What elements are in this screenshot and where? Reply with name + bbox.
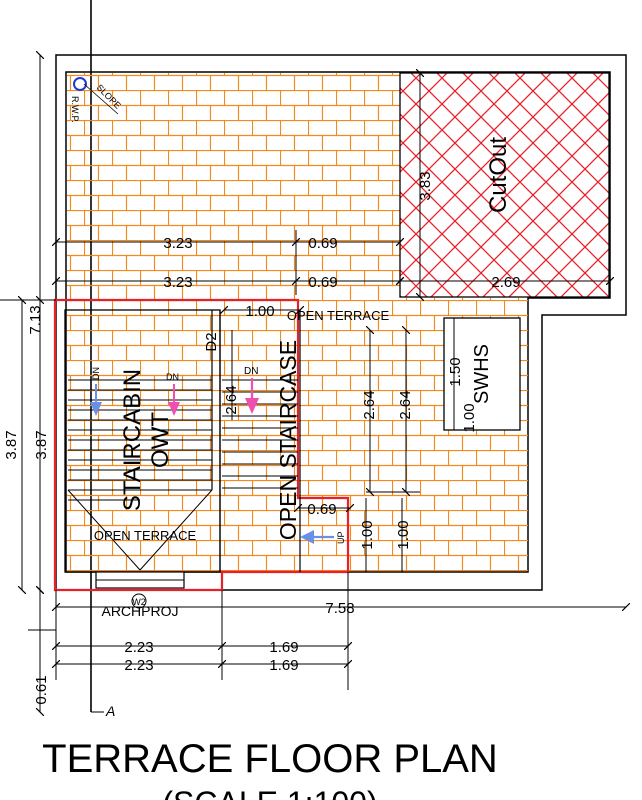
dim-100-top: 1.00 (245, 303, 274, 320)
dim-323-a: 3.23 (163, 235, 192, 252)
open-staircase-label: OPEN STAIRCASE (275, 340, 301, 540)
dim-d2: D2 (203, 332, 220, 351)
dim-100-br: 1.00 (395, 520, 412, 549)
archproj-label: ARCHPROJ (101, 603, 178, 619)
open-terrace-top-label: OPEN TERRACE (287, 308, 390, 323)
up-arrow-center-icon (300, 530, 334, 544)
swhs-box (443, 317, 521, 431)
dim-069-c: 0.69 (307, 501, 336, 518)
staircabin-label: STAIRCABIN (119, 369, 146, 511)
dim-100-swhs: 1.00 (461, 403, 478, 432)
dim-323-b: 3.23 (163, 274, 192, 291)
dim-387-b: 3.87 (33, 430, 50, 459)
dim-758: 7.58 (325, 600, 354, 617)
staircabin-treads (67, 379, 213, 571)
dn-left-b: DN (166, 372, 179, 382)
dim-169-b: 1.69 (269, 657, 298, 674)
dim-100-bl: 1.00 (359, 520, 376, 549)
owt-label: OWT (147, 412, 174, 468)
swhs-label: SWHS (471, 344, 493, 404)
dim-169-a: 1.69 (269, 639, 298, 656)
dim-061: 0.61 (33, 675, 50, 704)
rwp-icon (73, 77, 87, 91)
plan-scale: (SCALE 1:100) (162, 785, 377, 800)
dn-center: DN (244, 366, 258, 377)
dim-264-b: 2.64 (361, 390, 378, 419)
rwp-label: R.W.P. (70, 96, 80, 123)
dim-383: 3.83 (417, 171, 434, 200)
open-staircase-treads (222, 379, 298, 489)
dn-left-a: DN (91, 367, 101, 380)
window-tag: W2 (132, 597, 146, 607)
cutout-label: CutOut (485, 137, 512, 213)
dim-713: 7.13 (27, 305, 44, 334)
dim-069-a: 0.69 (308, 235, 337, 252)
dn-arrow-center-icon (245, 378, 259, 414)
dn-arrow-left-b-icon (168, 384, 180, 416)
dim-150: 1.50 (447, 357, 464, 386)
cutout-hatch (400, 73, 609, 297)
dim-069-b: 0.69 (308, 274, 337, 291)
dim-223-a: 2.23 (124, 639, 153, 656)
up-center: UP (336, 531, 346, 544)
cutout-outline (399, 72, 610, 298)
dim-264-c: 2.64 (397, 390, 414, 419)
plan-title: TERRACE FLOOR PLAN (42, 737, 498, 781)
open-terrace-bottom-label: OPEN TERRACE (94, 528, 197, 543)
dim-264-a: 2.64 (223, 385, 240, 414)
section-marker-label: A (105, 703, 115, 719)
dim-387-a: 3.87 (3, 430, 20, 459)
dimension-lines (0, 55, 626, 712)
dim-269: 2.69 (491, 274, 520, 291)
dn-arrow-left-icon (90, 384, 102, 416)
dim-223-b: 2.23 (124, 657, 153, 674)
